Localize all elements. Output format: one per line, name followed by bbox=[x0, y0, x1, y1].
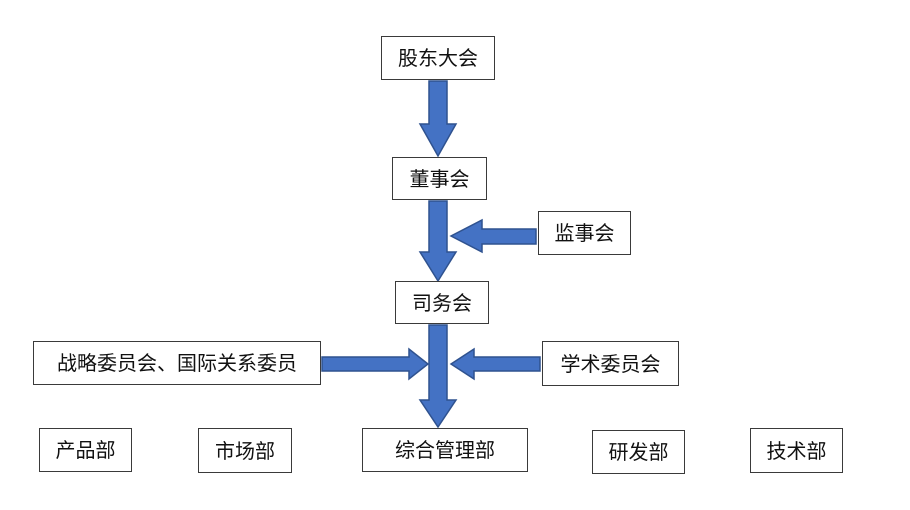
node-product-department: 产品部 bbox=[39, 428, 132, 472]
node-label: 董事会 bbox=[409, 166, 470, 191]
node-affairs-council: 司务会 bbox=[395, 281, 489, 324]
node-label: 研发部 bbox=[608, 440, 669, 464]
node-label: 司务会 bbox=[412, 290, 472, 315]
arrow-board-to-affairs bbox=[418, 200, 458, 283]
arrow-affairs-to-general-management bbox=[418, 324, 458, 429]
node-label: 产品部 bbox=[55, 438, 116, 462]
node-board-of-directors: 董事会 bbox=[392, 157, 487, 200]
node-strategy-committee: 战略委员会、国际关系委员 bbox=[33, 341, 321, 385]
node-label: 技术部 bbox=[766, 438, 827, 463]
node-label: 综合管理部 bbox=[395, 438, 495, 462]
node-academic-committee: 学术委员会 bbox=[542, 341, 679, 386]
node-board-of-supervisors: 监事会 bbox=[538, 211, 631, 255]
node-label: 学术委员会 bbox=[560, 351, 661, 376]
node-rd-department: 研发部 bbox=[592, 430, 685, 474]
node-label: 战略委员会、国际关系委员 bbox=[57, 351, 297, 375]
node-label: 监事会 bbox=[554, 221, 615, 245]
arrow-academic-to-mainline bbox=[449, 347, 541, 381]
arrow-supervisors-to-mainline bbox=[449, 218, 537, 254]
node-shareholders-meeting: 股东大会 bbox=[381, 36, 495, 80]
arrow-strategy-to-mainline bbox=[321, 347, 430, 381]
node-label: 股东大会 bbox=[398, 46, 478, 70]
node-marketing-department: 市场部 bbox=[198, 428, 292, 473]
node-technology-department: 技术部 bbox=[750, 428, 843, 473]
arrow-shareholders-to-board bbox=[418, 80, 458, 158]
node-label: 市场部 bbox=[215, 438, 275, 463]
node-general-management-department: 综合管理部 bbox=[362, 428, 528, 472]
